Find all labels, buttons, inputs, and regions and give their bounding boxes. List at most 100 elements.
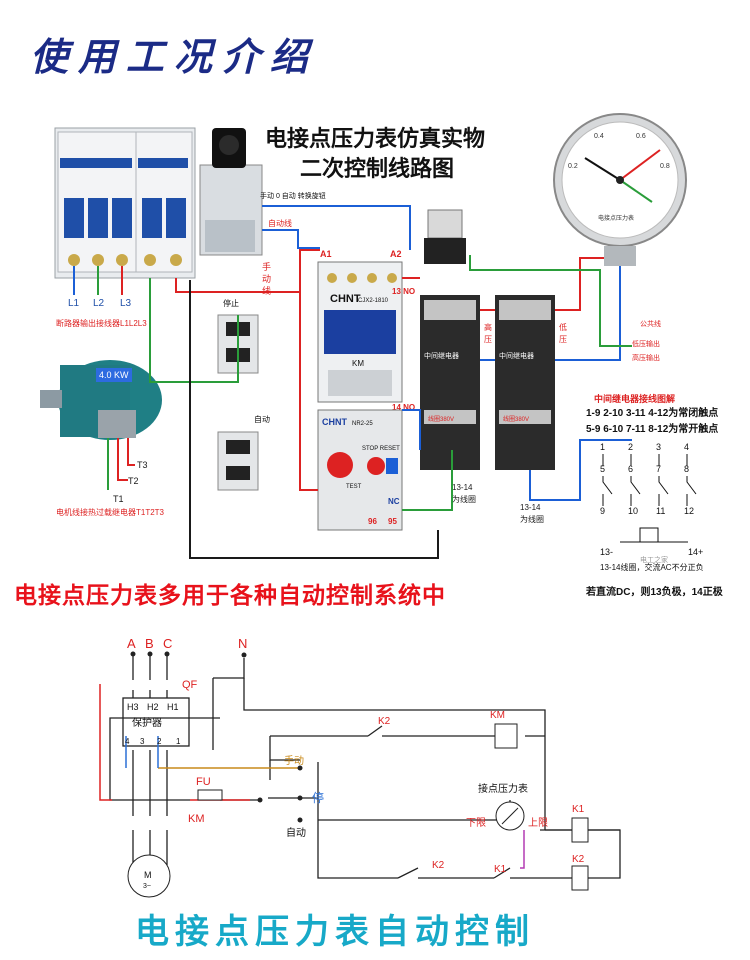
watermark: 电工之家 [640, 555, 668, 564]
motor-caption: 电机线接热过载继电器T1T2T3 [56, 507, 165, 517]
legend-dc-note: 若直流DC，则13负极，14正极 [586, 587, 723, 598]
legend-contact-number: 1 [600, 442, 605, 452]
breaker-label-l1: L1 [68, 298, 80, 309]
legend-coil-right: 14+ [688, 547, 703, 557]
contactor-a2: A2 [390, 249, 402, 259]
breaker-label-l2: L2 [93, 298, 105, 309]
gauge-low-output: 低压输出 [632, 339, 660, 348]
overload-96: 96 [368, 517, 377, 526]
motor [40, 360, 162, 440]
circuit-breakers [54, 127, 196, 279]
gauge-label: 接点压力表 [478, 782, 528, 795]
km-main-label: KM [188, 813, 205, 825]
gauge-high-output: 高压输出 [632, 353, 660, 362]
legend-contact-number: 12 [684, 506, 694, 516]
stop-button-label: 停止 [223, 298, 239, 308]
legend-coil-note: 13-14线圈，交流AC不分正负 [600, 562, 704, 572]
auto-wire-label: 自动线 [268, 218, 292, 228]
legend-contact-symbol [630, 454, 641, 506]
km-coil-label: KM [490, 710, 505, 721]
gauge-tick-0-4: 0.4 [594, 133, 604, 140]
gauge-tick-0-6: 0.6 [636, 133, 646, 140]
qf-label: QF [182, 679, 198, 691]
gauge-name: 电接点压力表 [598, 214, 634, 222]
auto-button-device [217, 431, 259, 491]
relay-socket-small [427, 209, 463, 239]
legend-contact-number: 8 [684, 464, 689, 474]
relay-2-coil-note-a: 13-14 [520, 503, 541, 512]
motor-term-t1: T1 [113, 494, 124, 504]
k2-coil-symbol [571, 865, 589, 891]
selector-switch [199, 128, 263, 256]
auto-button-label: 自动 [254, 414, 270, 424]
contactor-14no: 14 NO [392, 403, 415, 412]
relay-1-coil: 线圈380V [428, 415, 454, 423]
protector-h3: H3 [127, 702, 139, 712]
manual-wire-label-3: 线 [262, 285, 271, 296]
legend-no: 5-9 6-10 7-11 8-12为常开触点 [586, 422, 718, 435]
protector-t2: 2 [157, 737, 162, 746]
label-low-1: 低 [559, 322, 567, 332]
fu-label: FU [196, 776, 211, 788]
k2-top-label: K2 [378, 716, 391, 727]
photo-title-line-1: 电接点压力表仿真实物 [265, 126, 485, 152]
overload-stop-reset: STOP RESET [362, 446, 400, 452]
phase-b: B [145, 636, 154, 651]
contactor [317, 261, 403, 403]
contactor-a1: A1 [320, 249, 332, 259]
legend-contact-number: 2 [628, 442, 633, 452]
legend-contact-number: 7 [656, 464, 661, 474]
relay-base-small [424, 238, 466, 264]
contactor-model: CJX2-1810 [358, 298, 389, 304]
relay-1-caption: 中间继电器 [424, 351, 459, 360]
k1-coil-symbol [571, 817, 589, 843]
overload-brand: CHNT [322, 417, 347, 427]
breaker-label-l3: L3 [120, 298, 132, 309]
overload-95: 95 [388, 517, 397, 526]
legend-contact-symbol [602, 454, 613, 506]
upper-limit-label: 上限 [528, 817, 548, 829]
label-high-2: 压 [484, 335, 492, 344]
legend-contact-number: 3 [656, 442, 661, 452]
fuse-symbol [197, 789, 223, 801]
manual-wire-label-2: 动 [262, 274, 271, 284]
label-low-2: 压 [559, 335, 567, 344]
k2-coil-label: K2 [572, 854, 585, 865]
legend-contact-number: 11 [656, 506, 665, 516]
legend-nc: 1-9 2-10 3-11 4-12为常闭触点 [586, 406, 718, 419]
legend-contact-number: 10 [628, 506, 638, 516]
km-coil-symbol [494, 723, 518, 749]
manual-wire-label-1: 手 [262, 261, 271, 272]
intermediate-relay-1 [420, 295, 480, 470]
legend-contact-symbol [658, 454, 669, 506]
legend-title: 中间继电器接线图解 [594, 393, 675, 404]
control-schematic: A B C N QF H3 H2 H1 保护器 4 3 2 1 FU KM M … [99, 636, 621, 898]
breaker-caption: 断路器输出接线器L1L2L3 [56, 318, 147, 328]
relay-2-caption: 中间继电器 [499, 351, 534, 360]
contactor-brand: CHNT [330, 293, 361, 305]
protector-h1: H1 [167, 702, 179, 712]
k1-bottom-label: K1 [494, 864, 507, 875]
overload-nc: NC [388, 497, 400, 506]
relay-2-coil: 线圈380V [503, 415, 529, 423]
gauge-tick-0-2: 0.2 [568, 163, 578, 170]
pressure-gauge [553, 113, 687, 266]
overload-relay [317, 409, 403, 531]
relay-2-coil-note-b: 为线圈 [520, 514, 544, 524]
overload-model: NR2-25 [352, 421, 373, 427]
intermediate-relay-2 [495, 295, 555, 470]
legend-coil-left: 13- [600, 547, 613, 557]
phase-c: C [163, 636, 172, 651]
protector-h2: H2 [147, 702, 159, 712]
gauge-tick-0-8: 0.8 [660, 163, 670, 170]
protector-t3: 3 [140, 737, 145, 746]
page-title: 使用工况介绍 [30, 34, 319, 79]
motor-power-plate: 4.0 KW [99, 370, 129, 380]
motor-term-t2: T2 [128, 476, 139, 486]
physical-wiring-diagram: L1 L2 L3 断路器输出接线器L1L2L3 4.0 KW T3 T2 T1 … [30, 113, 730, 575]
switch-caption: 手动 0 自动 转换旋钮 [260, 191, 326, 200]
footer-title: 电接点压力表自动控制 [135, 912, 535, 952]
motor-sub: 3~ [143, 883, 151, 890]
motor-symbol [127, 854, 171, 898]
